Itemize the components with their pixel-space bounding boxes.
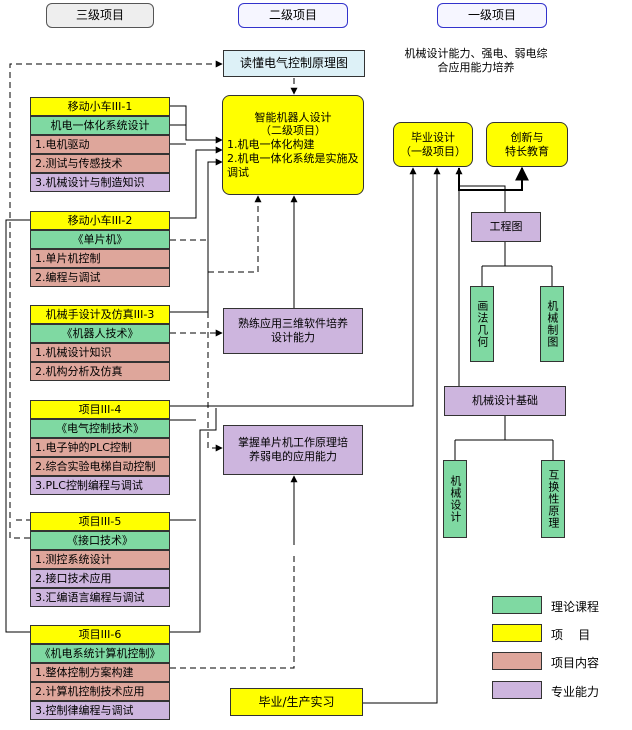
project-theory-course: 《电气控制技术》	[30, 419, 170, 438]
legend-swatch	[492, 624, 542, 642]
project-content-item: 2.计算机控制技术应用	[30, 682, 170, 701]
robot-design-title: 智能机器人设计	[254, 110, 332, 124]
project-theory-course: 《机电系统计算机控制》	[30, 644, 170, 663]
mcu-ability-box: 掌握单片机工作原理培养弱电的应用能力	[223, 425, 363, 475]
mech-design-box: 机械设计	[443, 460, 467, 538]
legend-swatch	[492, 681, 542, 699]
project-content-item: 3.控制律编程与调试	[30, 701, 170, 720]
header-level3: 三级项目	[46, 3, 154, 28]
legend-label: 专业能力	[551, 685, 600, 699]
software-ability-box: 熟练应用三维软件培养设计能力	[223, 308, 363, 354]
engineering-drawing-box: 工程图	[471, 212, 541, 242]
project-content-item: 3.PLC控制编程与调试	[30, 476, 170, 495]
project-content-item: 2.接口技术应用	[30, 569, 170, 588]
project-content-item: 2.编程与调试	[30, 268, 170, 287]
tolerance-box: 互换性原理	[541, 460, 565, 538]
descriptive-geometry-box: 画法几何	[470, 286, 494, 362]
header-level1: 一级项目	[437, 3, 547, 28]
project-content-item: 3.汇编语言编程与调试	[30, 588, 170, 607]
legend-label: 项 目	[551, 628, 591, 642]
project-theory-course: 《单片机》	[30, 230, 170, 249]
project-content-item: 1.电机驱动	[30, 135, 170, 154]
project-title: 移动小车III-1	[30, 97, 170, 116]
project-content-item: 2.综合实验电梯自动控制	[30, 457, 170, 476]
project-content-item: 1.测控系统设计	[30, 550, 170, 569]
project-content-item: 2.机构分析及仿真	[30, 362, 170, 381]
project-content-item: 1.整体控制方案构建	[30, 663, 170, 682]
robot-design-box: 智能机器人设计 （二级项目） 1.机电一体化构建 2.机电一体化系统是实施及调试	[222, 95, 364, 195]
legend-swatch	[492, 652, 542, 670]
project-title: 机械手设计及仿真III-3	[30, 305, 170, 324]
robot-design-line2: 2.机电一体化系统是实施及调试	[227, 151, 359, 179]
project-content-item: 1.电子钟的PLC控制	[30, 438, 170, 457]
robot-design-subtitle: （二级项目）	[260, 124, 326, 138]
project-title: 项目III-4	[30, 400, 170, 419]
goal-text: 机械设计能力、强电、弱电综合应用能力培养	[400, 40, 552, 82]
graduation-box: 毕业设计 （一级项目）	[393, 122, 473, 167]
legend-swatch	[492, 596, 542, 614]
read-diagram-box: 读懂电气控制原理图	[223, 50, 365, 77]
project-theory-course: 《接口技术》	[30, 531, 170, 550]
header-level2: 二级项目	[238, 3, 348, 28]
project-title: 项目III-6	[30, 625, 170, 644]
legend-label: 理论课程	[551, 600, 600, 614]
innovation-box: 创新与 特长教育	[486, 122, 568, 167]
project-content-item: 1.单片机控制	[30, 249, 170, 268]
mech-basics-box: 机械设计基础	[444, 386, 566, 416]
internship-box: 毕业/生产实习	[230, 688, 363, 716]
mech-drawing-box: 机械制图	[540, 286, 564, 362]
project-theory-course: 机电一体化系统设计	[30, 116, 170, 135]
legend-label: 项目内容	[551, 656, 600, 670]
project-theory-course: 《机器人技术》	[30, 324, 170, 343]
project-content-item: 2.测试与传感技术	[30, 154, 170, 173]
project-content-item: 3.机械设计与制造知识	[30, 173, 170, 192]
project-title: 移动小车III-2	[30, 211, 170, 230]
project-content-item: 1.机械设计知识	[30, 343, 170, 362]
robot-design-line1: 1.机电一体化构建	[227, 138, 315, 152]
project-title: 项目III-5	[30, 512, 170, 531]
